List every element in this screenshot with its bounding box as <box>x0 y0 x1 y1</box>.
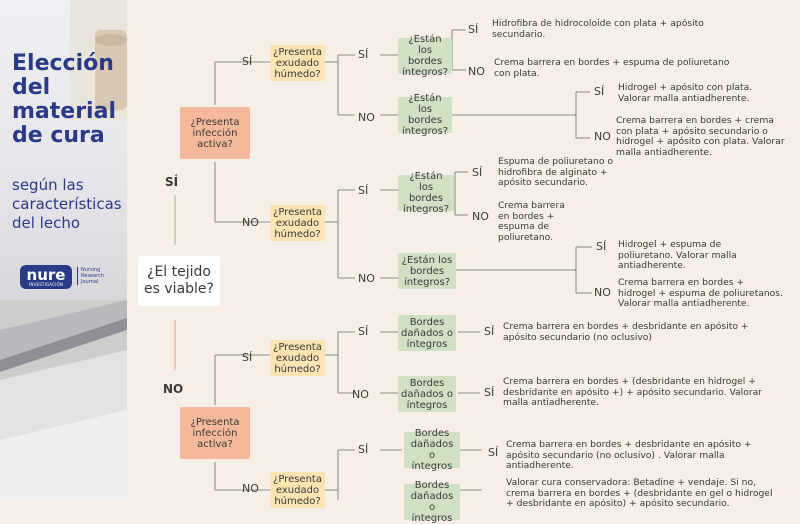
b2-yes-label: SÍ <box>596 240 607 253</box>
result-r1: Hidrofibra de hidrocoloide con plata + a… <box>492 18 704 40</box>
result-r2: Crema barrera en bordes + espuma de poli… <box>494 57 730 79</box>
c1-yes-label: SÍ <box>484 325 495 338</box>
exudate-d-yes-label: SÍ <box>358 443 369 456</box>
left-panel: Elección del material de cura según las … <box>0 0 127 500</box>
exudate-a-yes-label: SÍ <box>358 48 369 61</box>
infection2-yes-label: SÍ <box>242 351 253 364</box>
exudate-question-b: ¿Presenta exudado húmedo? <box>270 205 325 241</box>
b2-no-label: NO <box>594 286 611 299</box>
result-r10: Crema barrera en bordes + (desbridante e… <box>503 376 763 409</box>
result-r4: Crema barrera en bordes + crema con plat… <box>616 115 785 158</box>
infection-question-viable: ¿Presenta infección activa? <box>180 107 250 159</box>
edges-question-c1: Bordes dañados o íntegros <box>398 315 456 351</box>
decision-tree: ¿El tejido es viable? SÍ NO ¿Presenta in… <box>138 18 785 524</box>
a1-no-label: NO <box>468 65 485 78</box>
exudate-c-yes-label: SÍ <box>358 325 369 338</box>
edges-question-a2: ¿Están los bordes íntegros? <box>398 93 452 137</box>
infection-question-nonviable: ¿Presenta infección activa? <box>180 407 250 459</box>
root-question-viable: ¿El tejido es viable? <box>138 256 220 306</box>
infection-yes-label: SÍ <box>242 55 253 68</box>
infection2-no-label: NO <box>242 482 259 495</box>
exudate-question-d: ¿Presenta exudado húmedo? <box>270 472 325 508</box>
c2-yes-label: SÍ <box>484 386 495 399</box>
edges-question-b1: ¿Están los bordes íntegros? <box>398 171 454 215</box>
edges-question-d1: Bordes dañados o íntegros <box>404 428 460 472</box>
edges-question-a1: ¿Están los bordes íntegros? <box>398 34 452 78</box>
a2-no-label: NO <box>594 130 611 143</box>
logo-mark-sub: INVESTIGACIÓN <box>28 282 64 287</box>
root-no-label: NO <box>163 382 184 396</box>
connector-lines <box>174 29 592 500</box>
exudate-b-yes-label: SÍ <box>358 184 369 197</box>
edges-question-d2: Bordes dañados o íntegros <box>404 480 460 524</box>
result-r7: Hidrogel + espuma de poliuretano. Valora… <box>618 239 737 272</box>
infection-no-label: NO <box>242 216 259 229</box>
a2-yes-label: SÍ <box>594 85 605 98</box>
result-r3: Hidrogel + apósito con plata. Valorar ma… <box>618 82 753 104</box>
result-r9: Crema barrera en bordes + desbridante en… <box>503 321 749 343</box>
logo-journal-text: Nursing Research Journal <box>77 267 104 285</box>
b1-no-label: NO <box>472 210 489 223</box>
result-r12: Valorar cura conservadora: Betadine + ve… <box>506 477 773 510</box>
exudate-b-no-label: NO <box>358 272 375 285</box>
exudate-question-c: ¿Presenta exudado húmedo? <box>270 340 325 376</box>
result-r6: Crema barrera en bordes + espuma de poli… <box>498 200 565 243</box>
page-subtitle: según las características del lecho <box>12 176 122 232</box>
edges-question-c2: Bordes dañados o íntegros <box>398 376 456 412</box>
a1-yes-label: SÍ <box>468 23 479 36</box>
d1-yes-label: SÍ <box>488 446 499 459</box>
exudate-a-no-label: NO <box>358 111 375 124</box>
exudate-c-no-label: NO <box>352 388 369 401</box>
root-yes-label: SÍ <box>165 175 179 189</box>
b1-yes-label: SÍ <box>472 166 483 179</box>
background-photo-illustration <box>0 0 127 500</box>
page-title: Elección del material de cura <box>12 51 116 148</box>
result-r8: Crema barrera en bordes + hidrogel + esp… <box>618 277 783 310</box>
result-r5: Espuma de poliuretano o hidrofibra de al… <box>498 156 613 189</box>
result-r11: Crema barrera en bordes + desbridante en… <box>506 439 752 472</box>
exudate-question-a: ¿Presenta exudado húmedo? <box>270 45 325 81</box>
logo-mark: nure <box>20 265 72 289</box>
nure-logo: nure INVESTIGACIÓN Nursing Research Jour… <box>20 265 120 293</box>
edges-question-b2: ¿Están los bordes íntegros? <box>398 253 456 289</box>
